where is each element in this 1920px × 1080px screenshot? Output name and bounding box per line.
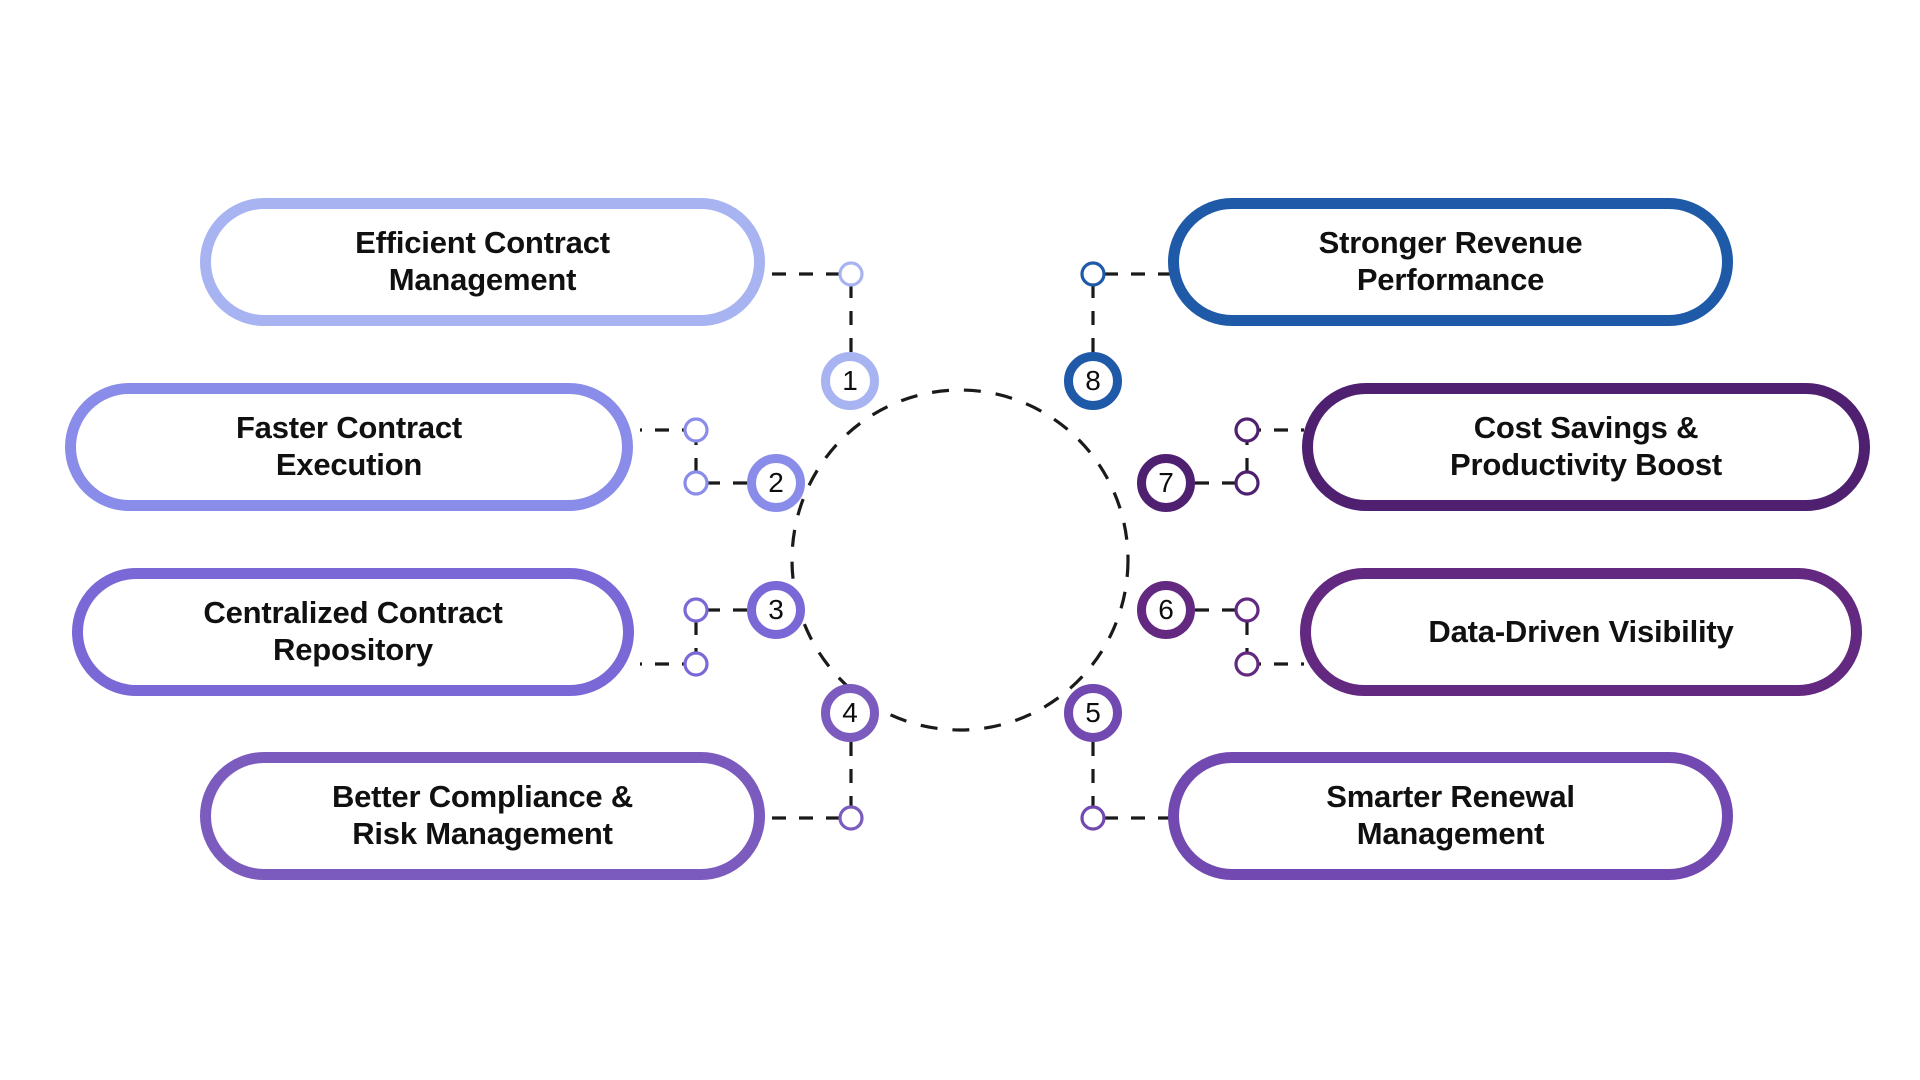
step-node-number: 3 [768,594,784,625]
benefit-box-7[interactable]: Cost Savings &Productivity Boost [1302,383,1870,511]
step-node-number: 6 [1158,594,1174,625]
step-node-number: 7 [1158,467,1174,498]
benefit-box-line-1: Faster Contract [235,410,463,446]
connector-dot [1234,417,1260,443]
benefit-box-line-2: Execution [275,447,423,482]
connector-dot [683,651,709,677]
leader-1 [772,272,853,352]
benefit-box-line-1: Better Compliance & [331,779,634,815]
benefit-box-line-2: Management [1356,816,1545,851]
connector-dot [1080,261,1106,287]
leader-4 [772,742,853,820]
step-node-number: 2 [768,467,784,498]
step-node-3[interactable]: 3 [747,581,805,639]
step-node-number: 4 [842,697,858,728]
leader-2 [640,428,747,485]
benefit-box-line-2: Risk Management [352,816,613,851]
connector-dot [683,417,709,443]
step-node-1[interactable]: 1 [821,352,879,410]
benefit-box-line-1: Centralized Contract [203,595,503,631]
benefit-box-line-2: Repository [273,632,433,667]
connector-dot [838,261,864,287]
step-node-4[interactable]: 4 [821,684,879,742]
benefit-box-label: Better Compliance &Risk Management [302,779,663,852]
benefit-box-line-1: Smarter Renewal [1326,779,1575,815]
step-node-7[interactable]: 7 [1137,454,1195,512]
leader-8 [1091,272,1172,352]
benefit-box-6[interactable]: Data-Driven Visibility [1300,568,1862,696]
step-node-number: 1 [842,365,858,396]
leader-5 [1091,742,1172,820]
step-node-number: 5 [1085,697,1101,728]
step-node-5[interactable]: 5 [1064,684,1122,742]
leader-6 [1195,608,1304,666]
benefit-box-label: Cost Savings &Productivity Boost [1420,410,1752,483]
step-node-2[interactable]: 2 [747,454,805,512]
connector-dot [838,805,864,831]
benefit-box-line-2: Productivity Boost [1450,447,1722,482]
benefit-box-label: Data-Driven Visibility [1428,613,1734,649]
leader-7 [1195,428,1304,485]
benefit-box-4[interactable]: Better Compliance &Risk Management [200,752,765,880]
center-dashed-circle [790,388,1130,732]
connector-dot [1234,651,1260,677]
benefit-box-line-1: Stronger Revenue [1318,225,1583,261]
benefit-box-line-1: Efficient Contract [355,225,610,261]
connector-dot [1234,597,1260,623]
benefit-box-line-2: Performance [1356,262,1545,297]
step-node-8[interactable]: 8 [1064,352,1122,410]
step-node-number: 8 [1085,365,1101,396]
connector-dot [1234,470,1260,496]
connector-dot [683,470,709,496]
connector-dot [1080,805,1106,831]
connector-dot [683,597,709,623]
benefit-box-line-1: Cost Savings & [1473,410,1699,446]
step-node-6[interactable]: 6 [1137,581,1195,639]
benefit-box-line-2: Management [388,262,577,297]
leader-3 [640,608,747,666]
